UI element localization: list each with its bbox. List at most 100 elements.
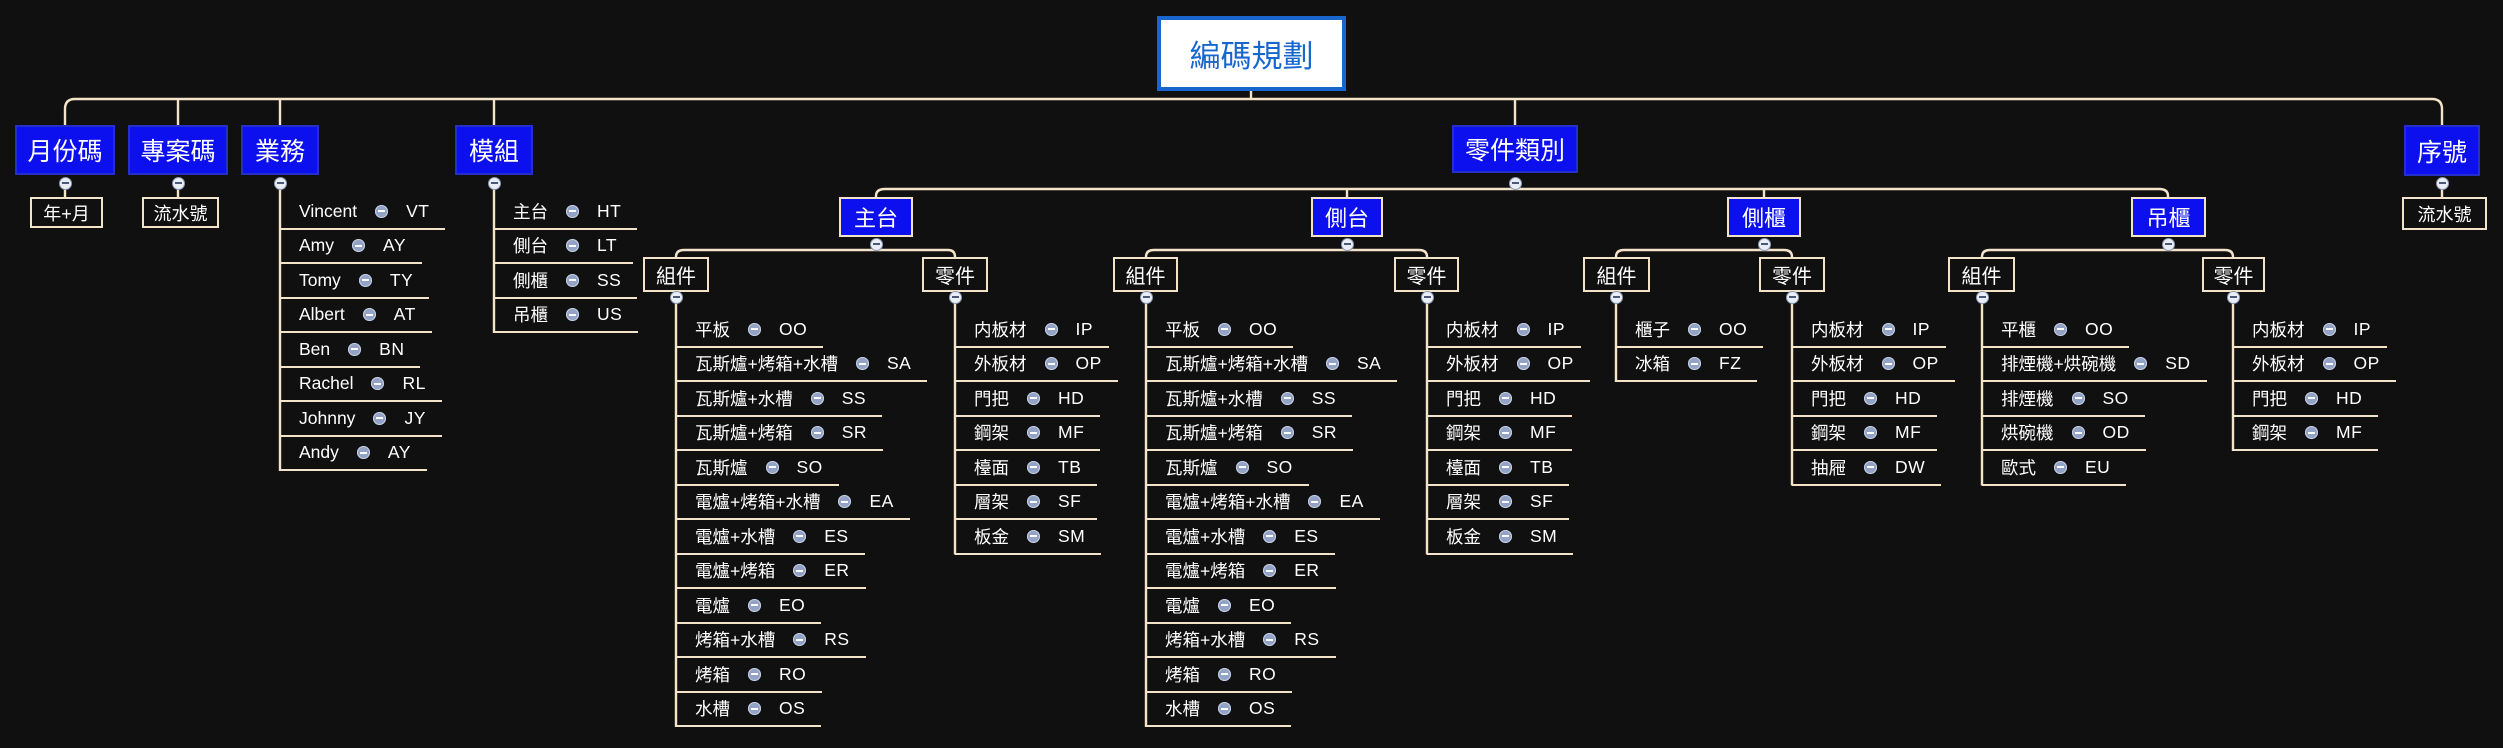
- collapse-minus-icon[interactable]: [566, 273, 579, 287]
- topic-serial[interactable]: 序號: [2404, 125, 2480, 176]
- collapse-minus-icon[interactable]: [810, 391, 824, 405]
- collapse-minus-icon[interactable]: [748, 667, 761, 681]
- topic-project-code[interactable]: 專案碼: [128, 125, 228, 175]
- topic-sales[interactable]: 業務: [241, 125, 319, 175]
- collapse-minus-icon[interactable]: [793, 529, 807, 543]
- collapse-minus-icon[interactable]: [58, 176, 72, 190]
- topic-month-code[interactable]: 月份碼: [15, 125, 115, 175]
- collapse-minus-icon[interactable]: [1263, 564, 1277, 578]
- collapse-minus-icon[interactable]: [1027, 391, 1040, 405]
- collapse-minus-icon[interactable]: [1325, 357, 1339, 371]
- collapse-minus-icon[interactable]: [1308, 495, 1322, 509]
- collapse-minus-icon[interactable]: [1218, 322, 1231, 336]
- collapse-minus-icon[interactable]: [171, 176, 185, 190]
- collapse-minus-icon[interactable]: [1027, 426, 1040, 440]
- collapse-minus-icon[interactable]: [2071, 391, 2085, 405]
- topic-year-month[interactable]: 年+月: [30, 197, 103, 228]
- collapse-minus-icon[interactable]: [2226, 290, 2240, 304]
- collapse-minus-icon[interactable]: [869, 237, 883, 251]
- collapse-minus-icon[interactable]: [1027, 495, 1040, 509]
- collapse-minus-icon[interactable]: [1044, 357, 1058, 371]
- collapse-minus-icon[interactable]: [2305, 426, 2318, 440]
- collapse-minus-icon[interactable]: [2435, 176, 2449, 190]
- collapse-minus-icon[interactable]: [1516, 357, 1530, 371]
- collapse-minus-icon[interactable]: [371, 377, 385, 391]
- topic-hanging-cabinet[interactable]: 吊櫃: [2131, 197, 2206, 237]
- collapse-minus-icon[interactable]: [748, 322, 761, 336]
- collapse-minus-icon[interactable]: [748, 702, 761, 716]
- collapse-minus-icon[interactable]: [1044, 322, 1058, 336]
- collapse-minus-icon[interactable]: [1499, 426, 1512, 440]
- collapse-minus-icon[interactable]: [1263, 633, 1277, 647]
- collapse-minus-icon[interactable]: [1218, 598, 1231, 612]
- collapse-minus-icon[interactable]: [1785, 290, 1799, 304]
- collapse-minus-icon[interactable]: [352, 239, 365, 253]
- collapse-minus-icon[interactable]: [273, 176, 287, 190]
- collapse-minus-icon[interactable]: [1688, 357, 1701, 371]
- collapse-minus-icon[interactable]: [2161, 237, 2175, 251]
- collapse-minus-icon[interactable]: [855, 357, 869, 371]
- collapse-minus-icon[interactable]: [838, 495, 852, 509]
- collapse-minus-icon[interactable]: [348, 342, 362, 356]
- root-topic[interactable]: 編碼規劃: [1157, 16, 1346, 91]
- collapse-minus-icon[interactable]: [1027, 460, 1040, 474]
- topic-main-counter[interactable]: 主台: [839, 197, 913, 237]
- collapse-minus-icon[interactable]: [810, 426, 824, 440]
- collapse-minus-icon[interactable]: [1508, 176, 1522, 190]
- collapse-minus-icon[interactable]: [375, 204, 389, 218]
- collapse-minus-icon[interactable]: [1516, 322, 1530, 336]
- collapse-minus-icon[interactable]: [373, 411, 387, 425]
- collapse-minus-icon[interactable]: [487, 176, 501, 190]
- topic-sidecab-components[interactable]: 組件: [1583, 257, 1650, 292]
- collapse-minus-icon[interactable]: [948, 290, 962, 304]
- collapse-minus-icon[interactable]: [793, 564, 807, 578]
- topic-side-components[interactable]: 組件: [1113, 257, 1178, 292]
- collapse-minus-icon[interactable]: [1881, 357, 1895, 371]
- collapse-minus-icon[interactable]: [1280, 391, 1294, 405]
- topic-hangcab-components[interactable]: 組件: [1948, 257, 2015, 292]
- collapse-minus-icon[interactable]: [2322, 357, 2336, 371]
- topic-side-counter[interactable]: 側台: [1311, 197, 1383, 237]
- collapse-minus-icon[interactable]: [1218, 702, 1231, 716]
- collapse-minus-icon[interactable]: [2054, 322, 2067, 336]
